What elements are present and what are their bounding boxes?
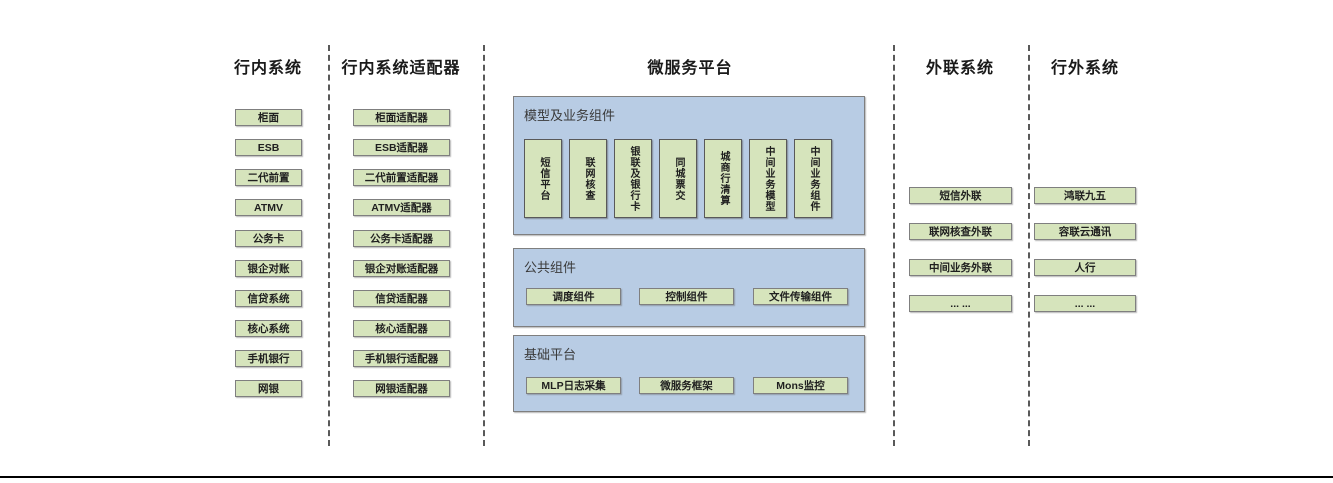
node-adapter: ESB适配器 [353, 139, 450, 156]
column-divider [483, 45, 485, 446]
bottom-rule [0, 476, 1333, 478]
node-outreach-system: 中间业务外联 [909, 259, 1012, 276]
node-model-component: 银联及银行卡 [614, 139, 652, 218]
column-header-external-systems: 行外系统 [1050, 60, 1119, 77]
node-internal-system: 信贷系统 [235, 290, 302, 307]
node-outreach-system: 短信外联 [909, 187, 1012, 204]
node-internal-system: 网银 [235, 380, 302, 397]
node-external-system: 鸿联九五 [1034, 187, 1136, 204]
node-adapter: 二代前置适配器 [353, 169, 450, 186]
node-adapter: 手机银行适配器 [353, 350, 450, 367]
node-internal-system: ATMV [235, 199, 302, 216]
node-internal-system: 手机银行 [235, 350, 302, 367]
node-base-component: MLP日志采集 [526, 377, 621, 394]
panel-base-platform: 基础平台 MLP日志采集 微服务框架 Mons监控 [513, 335, 865, 412]
node-internal-system: ESB [235, 139, 302, 156]
panel-model-business-components: 模型及业务组件 短信平台 联网核查 银联及银行卡 同城票交 城商行清算 中间业务… [513, 96, 865, 235]
node-adapter: ATMV适配器 [353, 199, 450, 216]
column-divider [893, 45, 895, 446]
node-external-system: 人行 [1034, 259, 1136, 276]
node-adapter: 信贷适配器 [353, 290, 450, 307]
node-internal-system: 公务卡 [235, 230, 302, 247]
node-model-component: 同城票交 [659, 139, 697, 218]
node-outreach-system: 联网核查外联 [909, 223, 1012, 240]
node-model-component: 中间业务组件 [794, 139, 832, 218]
node-model-component: 城商行清算 [704, 139, 742, 218]
node-internal-system: 柜面 [235, 109, 302, 126]
node-internal-system: 二代前置 [235, 169, 302, 186]
column-header-microservice-platform: 微服务平台 [647, 60, 733, 77]
node-outreach-system-more: ... ... [909, 295, 1012, 312]
node-adapter: 公务卡适配器 [353, 230, 450, 247]
node-common-component: 控制组件 [639, 288, 734, 305]
panel-title: 公共组件 [524, 260, 577, 275]
node-base-component: 微服务框架 [639, 377, 734, 394]
node-internal-system: 核心系统 [235, 320, 302, 337]
node-base-component: Mons监控 [753, 377, 848, 394]
node-internal-system: 银企对账 [235, 260, 302, 277]
panel-title: 模型及业务组件 [524, 108, 616, 123]
node-common-component: 调度组件 [526, 288, 621, 305]
column-divider [328, 45, 330, 446]
node-adapter: 网银适配器 [353, 380, 450, 397]
node-adapter: 柜面适配器 [353, 109, 450, 126]
node-external-system: 容联云通讯 [1034, 223, 1136, 240]
column-header-internal-adapters: 行内系统适配器 [341, 60, 461, 77]
column-divider [1028, 45, 1030, 446]
node-common-component: 文件传输组件 [753, 288, 848, 305]
panel-common-components: 公共组件 调度组件 控制组件 文件传输组件 [513, 248, 865, 327]
node-external-system-more: ... ... [1034, 295, 1136, 312]
column-header-internal-systems: 行内系统 [233, 60, 302, 77]
column-header-outreach-systems: 外联系统 [925, 60, 994, 77]
node-adapter: 银企对账适配器 [353, 260, 450, 277]
node-adapter: 核心适配器 [353, 320, 450, 337]
node-model-component: 短信平台 [524, 139, 562, 218]
node-model-component: 中间业务模型 [749, 139, 787, 218]
panel-title: 基础平台 [524, 347, 577, 362]
node-model-component: 联网核查 [569, 139, 607, 218]
